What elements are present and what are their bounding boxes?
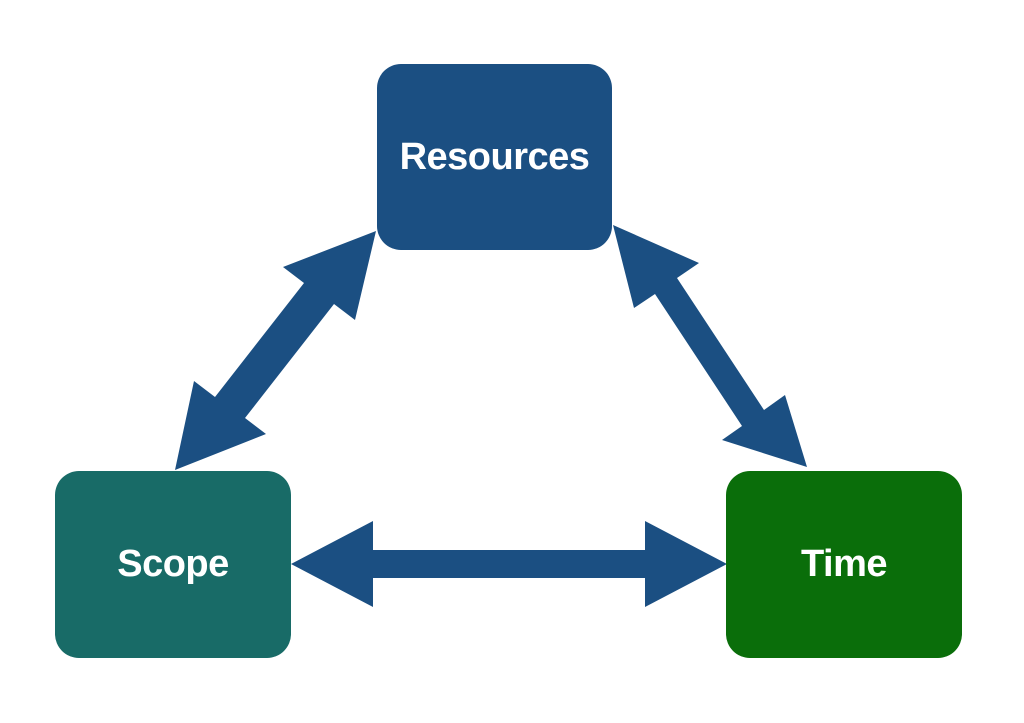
scope-node: Scope [55, 471, 291, 658]
time-node: Time [726, 471, 962, 658]
arrow-resources-time [613, 225, 807, 467]
time-label: Time [800, 543, 888, 585]
resources-label: Resources [399, 135, 590, 178]
arrow-scope-time [291, 521, 727, 607]
scope-label: Scope [117, 543, 229, 585]
arrow-resources-scope [175, 231, 376, 470]
resources-node: Resources [377, 64, 612, 250]
